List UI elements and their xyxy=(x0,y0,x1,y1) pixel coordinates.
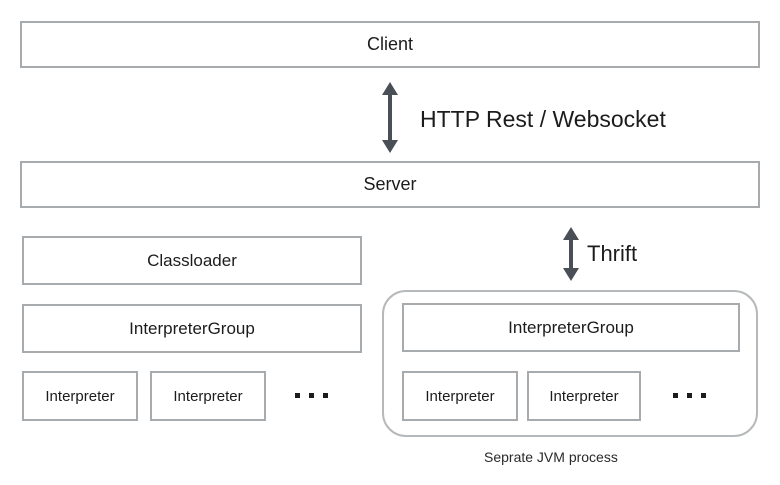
interpreter-box: Interpreter xyxy=(22,371,138,421)
ellipsis-icon xyxy=(295,393,328,398)
double-arrow-vertical-icon xyxy=(381,82,399,158)
client-label: Client xyxy=(366,34,414,54)
interpreter-box: Interpreter xyxy=(527,371,641,421)
server-label: Server xyxy=(363,174,417,194)
interpreter-group-left-label: InterpreterGroup xyxy=(129,318,255,338)
interpreter-group-right-label: InterpreterGroup xyxy=(508,317,634,337)
separate-jvm-process-caption: Seprate JVM process xyxy=(484,449,618,465)
client-box: Client xyxy=(20,21,760,68)
interpreter-label: Interpreter xyxy=(173,387,243,405)
interpreter-group-right-box: InterpreterGroup xyxy=(402,303,740,352)
interpreter-label: Interpreter xyxy=(45,387,115,405)
classloader-box: Classloader xyxy=(22,236,362,285)
server-box: Server xyxy=(20,161,760,208)
thrift-label: Thrift xyxy=(587,241,638,266)
interpreter-box: Interpreter xyxy=(150,371,266,421)
ellipsis-icon xyxy=(673,393,706,398)
interpreter-label: Interpreter xyxy=(425,387,495,405)
interpreter-box: Interpreter xyxy=(402,371,518,421)
classloader-label: Classloader xyxy=(147,250,237,270)
interpreter-label: Interpreter xyxy=(549,387,619,405)
interpreter-group-left-box: InterpreterGroup xyxy=(22,304,362,353)
double-arrow-vertical-icon xyxy=(562,227,580,286)
http-rest-websocket-label: HTTP Rest / Websocket xyxy=(420,106,666,132)
